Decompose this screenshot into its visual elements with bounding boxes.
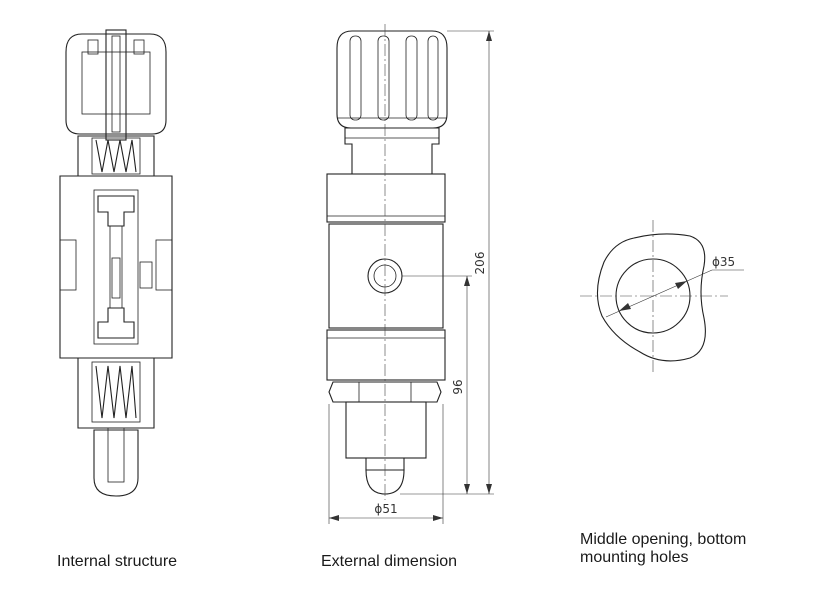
panel-outline <box>596 233 706 362</box>
dimension-width: ϕ51 <box>374 502 397 516</box>
upper-collar <box>326 173 446 223</box>
caption-middle-opening: Middle opening, bottom mounting holes <box>580 531 747 566</box>
dimension-lower-height: 96 <box>451 379 465 394</box>
knob <box>336 30 448 129</box>
stem <box>105 29 127 141</box>
valve-body-section <box>59 175 173 359</box>
lower-collar <box>326 329 446 381</box>
seal-packing <box>111 257 121 299</box>
opening-view-drawing: ϕ35 <box>580 220 744 372</box>
bottom-plug <box>93 429 139 497</box>
dimension-hole-diameter: ϕ35 <box>712 255 735 269</box>
hex-nut <box>328 381 442 403</box>
external-dimension-drawing: 206 96 ϕ51 <box>326 24 494 524</box>
lower-spring <box>95 365 137 419</box>
caption-external-dimension: External dimension <box>321 553 458 570</box>
cap-section <box>65 33 167 135</box>
dimension-overall-height: 206 <box>473 252 487 275</box>
upper-spring <box>95 139 137 173</box>
internal-structure-drawing <box>59 29 173 497</box>
caption-internal-structure: Internal structure <box>57 553 178 570</box>
